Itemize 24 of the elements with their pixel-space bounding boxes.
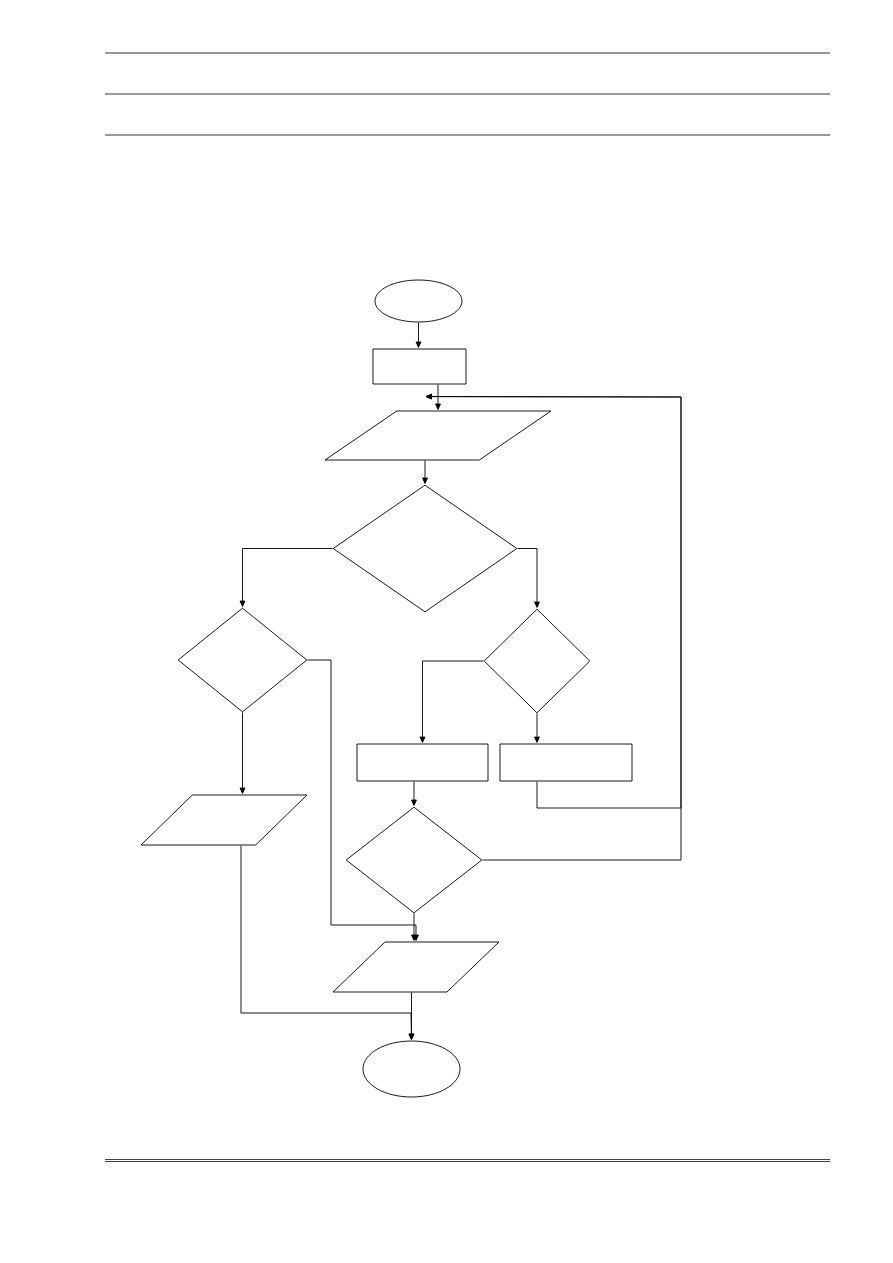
arrow [239, 712, 246, 794]
arrow [517, 548, 540, 608]
process-box [499, 743, 633, 782]
decision-diamond [332, 484, 518, 613]
arrow [408, 992, 415, 1040]
input-output-parallelogram [140, 794, 308, 846]
arrow [415, 322, 422, 348]
decision-diamond [345, 806, 483, 914]
decision-diamond [483, 608, 591, 714]
arrow [419, 660, 484, 743]
arrow [534, 713, 540, 743]
terminal-oval [362, 1040, 461, 1098]
process-box [372, 348, 467, 385]
decision-diamond [177, 607, 308, 713]
arrow [435, 384, 441, 410]
arrow [422, 460, 428, 484]
arrow [239, 548, 333, 607]
arrow [307, 659, 419, 941]
terminal-oval [374, 279, 463, 323]
arrow [411, 781, 417, 806]
arrow [411, 913, 417, 941]
input-output-parallelogram [324, 410, 552, 461]
input-output-parallelogram [332, 941, 500, 993]
process-box [356, 743, 489, 782]
